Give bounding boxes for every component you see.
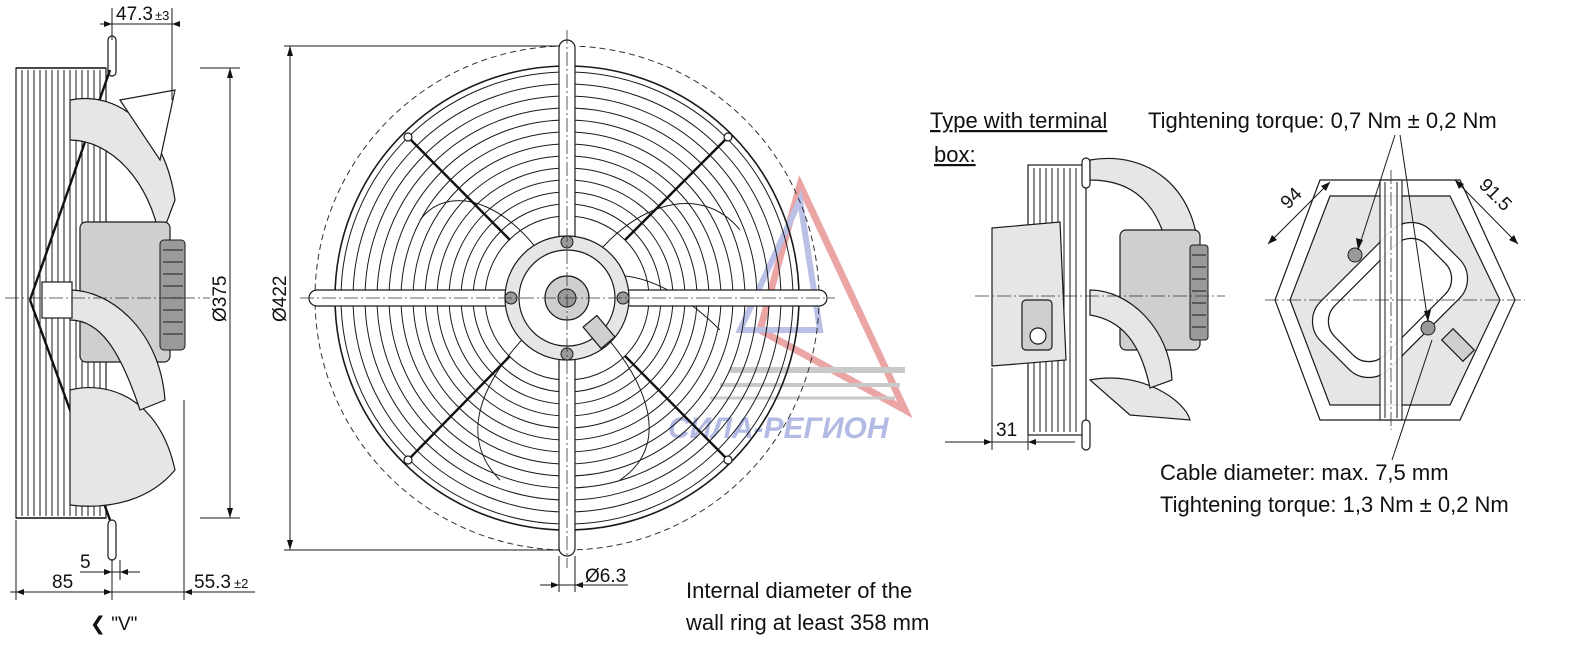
guard-diameter-label: Ø375 xyxy=(210,276,231,322)
terminal-box-note-line1: Type with terminal xyxy=(930,108,1107,133)
terminal-box-side-view xyxy=(945,157,1225,451)
top-screw xyxy=(1347,247,1363,263)
wall-ring-note-line2: wall ring at least 358 mm xyxy=(685,610,929,635)
wall-ring-note-line1: Internal diameter of the xyxy=(686,578,912,603)
terminal-box-note-line2: box: xyxy=(934,142,976,167)
depth-top-tolerance: ±3 xyxy=(155,8,169,23)
terminal-offset-label: 31 xyxy=(996,420,1017,441)
box-width-94-label: 94 xyxy=(1277,183,1307,213)
box-width-91-5-label: 91.5 xyxy=(1474,175,1515,216)
ring-diameter-label: Ø422 xyxy=(270,276,291,322)
hole-diameter-label: Ø6.3 xyxy=(585,566,626,587)
view-v-label: ❮ "V" xyxy=(90,614,137,635)
depth-bottom-label: 55.3 xyxy=(194,572,231,593)
bottom-bracket xyxy=(107,519,117,561)
depth-bottom-tolerance: ±2 xyxy=(234,576,248,591)
watermark-logo xyxy=(710,174,913,419)
bottom-screw xyxy=(1420,320,1436,336)
front-view xyxy=(284,30,835,592)
terminal-box-front-view xyxy=(1265,134,1525,461)
side-view xyxy=(5,8,255,600)
blade-lower xyxy=(69,386,176,507)
watermark-text: СИЛА-РЕГИОН xyxy=(668,412,890,445)
offset-5-label: 5 xyxy=(80,552,91,573)
depth-top-label: 47.3 xyxy=(116,4,153,25)
offset-85-label: 85 xyxy=(52,572,73,593)
torque-top-note: Tightening torque: 0,7 Nm ± 0,2 Nm xyxy=(1148,108,1497,133)
torque-bottom-note: Tightening torque: 1,3 Nm ± 0,2 Nm xyxy=(1160,492,1509,517)
cable-diameter-note: Cable diameter: max. 7,5 mm xyxy=(1160,460,1449,485)
